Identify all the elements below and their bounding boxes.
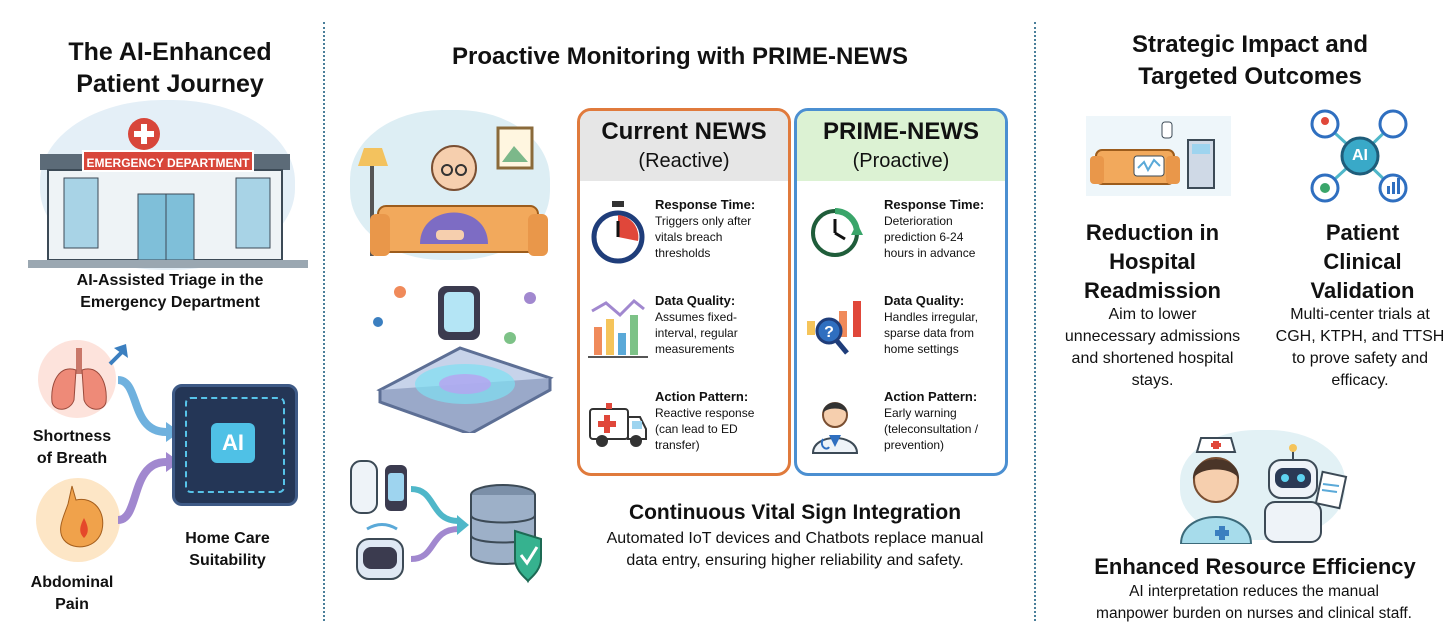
nurse-robot-illustration (1179, 437, 1348, 544)
ai-chip-core: AI (211, 423, 255, 463)
hub-ai-label: AI (1352, 147, 1368, 164)
prime-row-response: Response Time: Deterioration prediction … (797, 197, 1005, 293)
current-news-subtitle: (Reactive) (638, 150, 730, 172)
lungs-icon (51, 344, 128, 410)
current-news-card: Current NEWS (Reactive) Response Time: T… (577, 108, 791, 476)
hospital-sign: EMERGENCY DEPARTMENT (82, 150, 254, 172)
hospital-illustration (28, 118, 308, 268)
ai-network-hub-illustration (1310, 109, 1408, 203)
home-monitoring-illustration (1086, 116, 1231, 196)
prime-response-text: Response Time: Deterioration prediction … (884, 197, 984, 261)
current-news-header: Current NEWS (Reactive) (580, 111, 788, 181)
prime-quality-heading: Data Quality: (884, 293, 965, 308)
symptom-arrows (117, 376, 180, 524)
ai-chip-circuits (185, 397, 285, 493)
current-quality-body: Assumes fixed- interval, regular measure… (655, 310, 738, 356)
prime-quality-body: Handles irregular, sparse data from home… (884, 310, 979, 356)
stomach-icon (60, 485, 104, 548)
validation-title: Patient Clinical Validation (1310, 220, 1415, 303)
magnifier-chart-icon: ? (807, 301, 861, 355)
doctor-icon (811, 402, 859, 454)
device-database-illustration (350, 460, 542, 584)
prime-response-body: Deterioration prediction 6-24 hours in a… (884, 214, 976, 260)
prime-news-header: PRIME-NEWS (Proactive) (797, 111, 1005, 181)
current-quality-heading: Data Quality: (655, 293, 736, 308)
prime-row-data-quality: ? Data Quality: Handles irregular, spars… (797, 293, 1005, 389)
svg-text:?: ? (824, 324, 834, 341)
left-title: The AI-Enhanced Patient Journey (68, 38, 272, 98)
current-response-body: Triggers only after vitals breach thresh… (655, 214, 752, 260)
middle-title: Proactive Monitoring with PRIME-NEWS (451, 43, 908, 70)
current-quality-text: Data Quality: Assumes fixed- interval, r… (655, 293, 738, 357)
validation-text: Multi-center trials at CGH, KTPH, and TT… (1275, 306, 1445, 389)
prime-action-text: Action Pattern: Early warning (teleconsu… (884, 389, 978, 453)
prime-row-action: Action Pattern: Early warning (teleconsu… (797, 389, 1005, 473)
current-response-text: Response Time: Triggers only after vital… (655, 197, 755, 261)
prime-action-heading: Action Pattern: (884, 389, 978, 404)
prime-news-card: PRIME-NEWS (Proactive) Response Time: De… (794, 108, 1008, 476)
prime-quality-text: Data Quality: Handles irregular, sparse … (884, 293, 978, 357)
ai-chip: AI (172, 384, 298, 506)
divider-left (323, 22, 325, 621)
integration-text: Automated IoT devices and Chatbots repla… (606, 530, 984, 569)
symptom-abdominal-label: Abdominal Pain (30, 574, 114, 613)
readmission-text: Aim to lower unnecessary admissions and … (1064, 306, 1241, 389)
home-care-label: Home Care Suitability (185, 530, 270, 569)
integration-title: Continuous Vital Sign Integration (628, 501, 962, 524)
prime-news-subtitle: (Proactive) (852, 150, 950, 172)
current-row-action: Action Pattern: Reactive response (can l… (580, 389, 788, 473)
prime-news-title: PRIME-NEWS (823, 118, 979, 145)
triage-label: AI-Assisted Triage in the Emergency Depa… (76, 272, 264, 311)
clock-forward-icon (811, 208, 863, 257)
elderly-patient-illustration (358, 126, 548, 256)
current-action-body: Reactive response (can lead to ED transf… (655, 406, 755, 452)
symptom-breath-label: Shortness of Breath (32, 428, 112, 467)
shield-check-icon (514, 529, 542, 584)
prime-response-heading: Response Time: (884, 197, 985, 212)
current-action-heading: Action Pattern: (655, 389, 749, 404)
efficiency-title: Enhanced Resource Efficiency (1094, 554, 1416, 579)
current-response-heading: Response Time: (655, 197, 756, 212)
divider-right (1034, 22, 1036, 621)
current-row-response: Response Time: Triggers only after vital… (580, 197, 788, 293)
readmission-title: Reduction in Hospital Readmission (1084, 220, 1221, 303)
current-news-title: Current NEWS (601, 118, 767, 145)
bar-chart-icon (588, 298, 648, 358)
right-title: Strategic Impact and Targeted Outcomes (1131, 31, 1369, 90)
prime-action-body: Early warning (teleconsultation / preven… (884, 406, 979, 452)
current-action-text: Action Pattern: Reactive response (can l… (655, 389, 754, 453)
smartwatch-platform-illustration (373, 286, 554, 433)
efficiency-text: AI interpretation reduces the manual man… (1096, 583, 1412, 622)
stopwatch-icon (591, 201, 645, 264)
ambulance-icon (589, 403, 647, 447)
current-row-data-quality: Data Quality: Assumes fixed- interval, r… (580, 293, 788, 389)
